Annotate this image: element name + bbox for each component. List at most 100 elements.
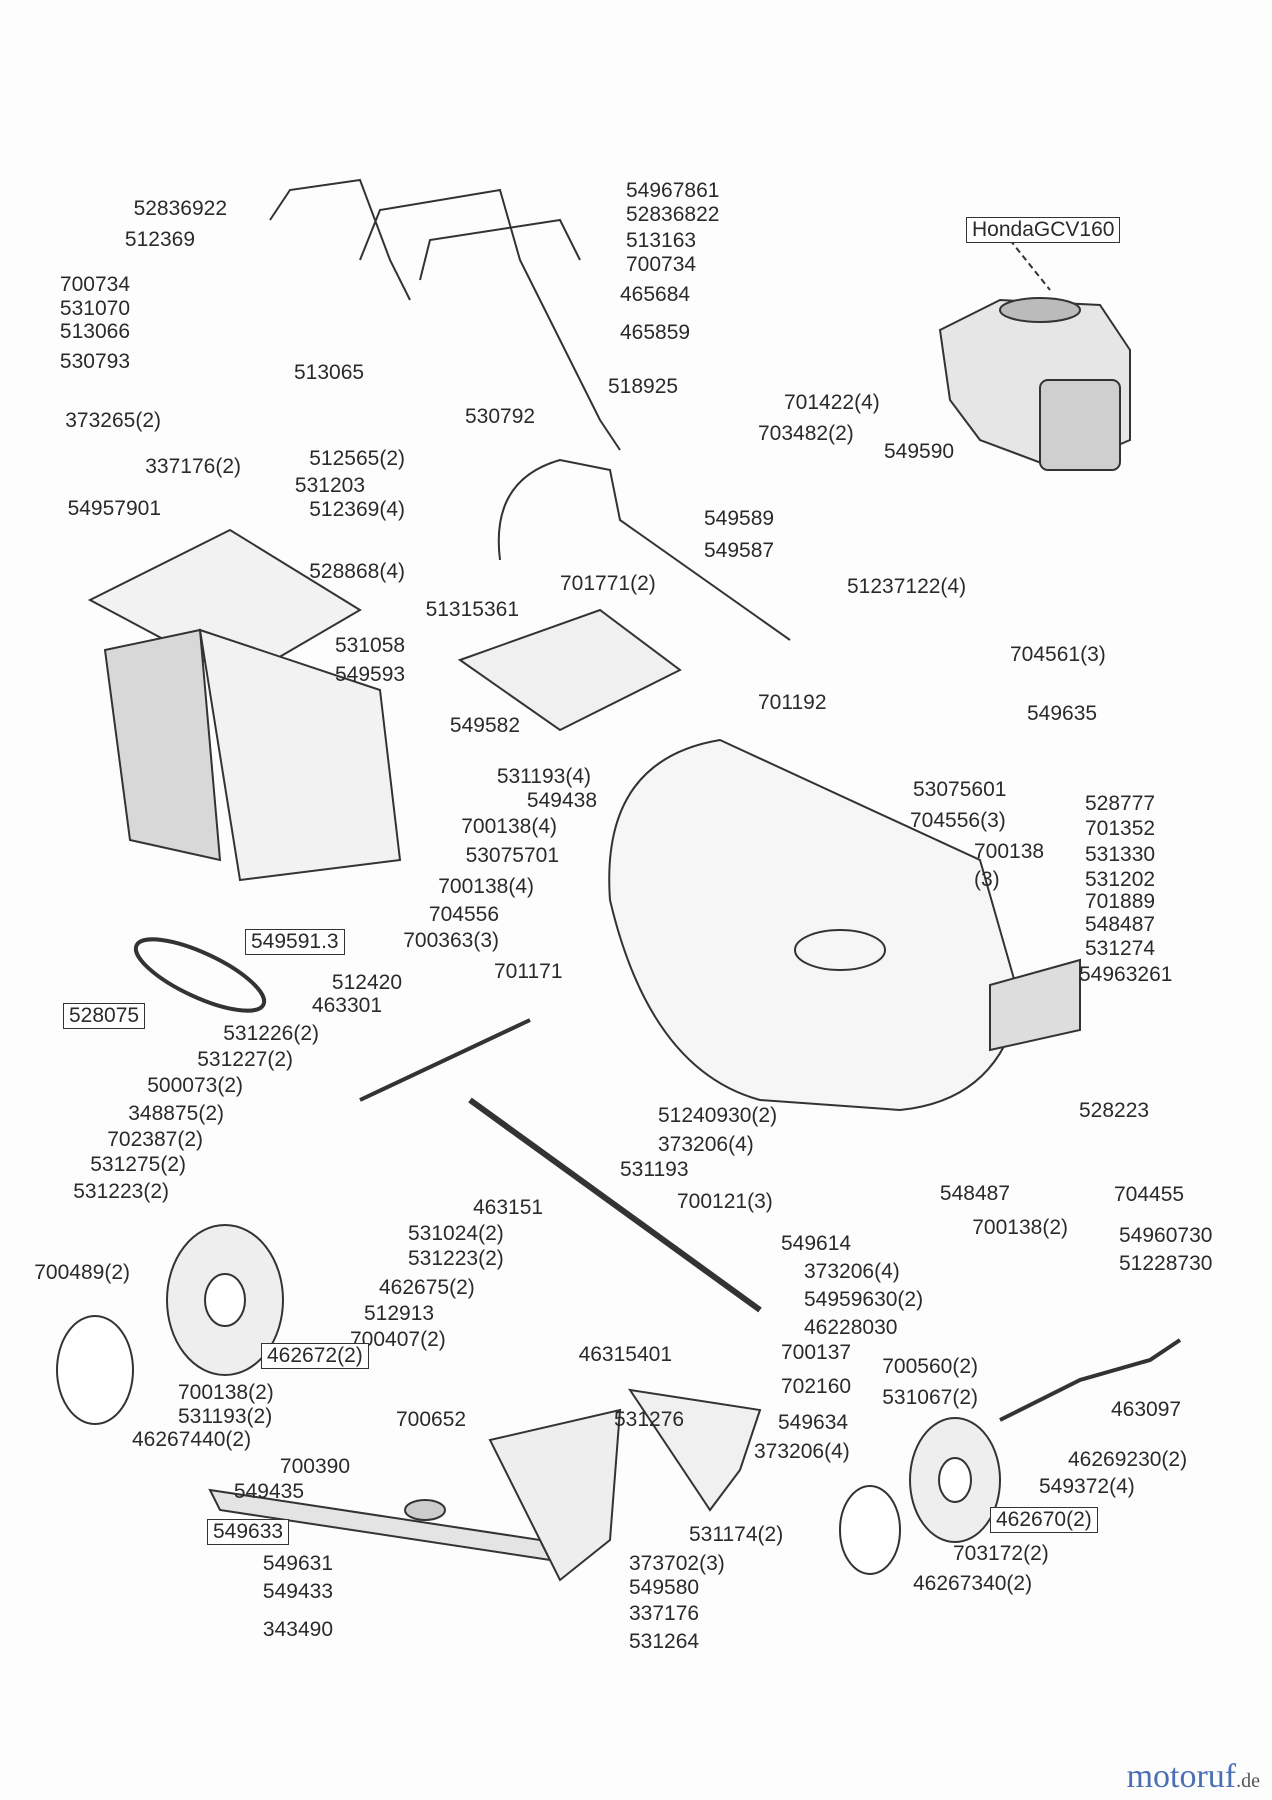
part-number-label: 513065 [294,361,365,384]
part-number-label: 531058 [335,634,406,657]
rear-axle [359,1018,531,1102]
part-number-label: 51315361 [425,598,519,621]
mower-deck [608,738,1081,1112]
part-number-boxed-label: 462672(2) [261,1343,369,1369]
part-number-label: 549438 [526,789,597,812]
watermark-tld: .de [1236,1770,1260,1792]
part-number-label: 549372(4) [1039,1475,1135,1498]
part-number-label: 53075701 [465,844,559,867]
part-number-label: 512565(2) [309,447,405,470]
part-number-label: 518925 [608,375,679,398]
mulch-insert [488,1408,622,1582]
part-number-label: 500073(2) [147,1074,243,1097]
drive-belt [133,937,267,1013]
part-number-label: 531193(2) [178,1405,273,1428]
part-number-label: 702387(2) [107,1128,203,1151]
part-number-label: 704556(3) [910,809,1006,832]
watermark-brand: motoruf [1126,1758,1237,1795]
part-number-label: (3) [974,868,1000,891]
part-number-label: 549635 [1027,702,1098,725]
part-number-label: 373206(4) [754,1440,850,1463]
part-number-label: 549435 [233,1480,304,1503]
part-number-label: 531067(2) [882,1386,978,1409]
front-hubcap [839,1485,901,1575]
part-number-label: 703482(2) [758,422,854,445]
part-number-label: 702160 [781,1375,852,1398]
rear-hubcap [56,1315,134,1425]
part-number-label: 701889 [1085,890,1156,913]
part-number-label: 51240930(2) [658,1104,778,1127]
part-number-label: 528223 [1079,1099,1150,1122]
part-number-boxed-label: 528075 [63,1003,146,1029]
part-number-label: 53075601 [913,778,1007,801]
part-number-label: 549433 [262,1580,333,1603]
part-number-label: 531276 [614,1408,685,1431]
part-number-label: 54963261 [1079,963,1173,986]
part-number-label: 531202 [1085,868,1156,891]
part-number-boxed-label: 549591.3 [245,929,345,955]
part-number-label: 700560(2) [882,1355,978,1378]
part-number-label: 700137 [781,1341,852,1364]
part-number-label: 700734 [59,273,130,296]
part-number-label: 531275(2) [90,1153,186,1176]
guard-plate [627,1388,762,1512]
part-number-label: 531193(4) [496,765,591,788]
part-number-label: 373206(4) [804,1260,900,1283]
part-number-label: 373206(4) [658,1133,754,1156]
part-number-label: 531226(2) [223,1022,319,1045]
grass-catcher [87,528,402,882]
part-number-label: 373265(2) [65,409,161,432]
part-number-boxed-label: 549633 [207,1519,290,1545]
part-number-label: 549580 [629,1576,700,1599]
discharge-chute [457,608,682,732]
part-number-label: 701171 [494,960,563,983]
part-number-label: 700138(2) [972,1216,1068,1239]
part-number-label: 548487 [1085,913,1156,936]
part-number-label: 701192 [758,691,827,714]
part-number-label: 373702(3) [629,1552,725,1575]
part-number-label: 700652 [396,1408,467,1431]
part-number-label: 548487 [939,1182,1010,1205]
front-wheel [909,1417,1001,1543]
part-number-label: 703172(2) [953,1542,1049,1565]
part-number-label: 463301 [311,994,382,1017]
part-number-label: 343490 [262,1618,333,1641]
part-number-label: 531024(2) [408,1222,504,1245]
part-number-boxed-label: HondaGCV160 [966,217,1121,243]
part-number-label: 337176(2) [145,455,241,478]
part-number-label: 46315401 [578,1343,672,1366]
part-number-label: 54960730 [1119,1224,1213,1247]
part-number-label: 531223(2) [408,1247,504,1270]
part-number-label: 54959630(2) [804,1288,924,1311]
part-number-label: 54957901 [67,497,161,520]
part-number-label: 700138(4) [438,875,534,898]
part-number-label: 549587 [704,539,775,562]
watermark-logo: motoruf.de [1127,1758,1260,1796]
part-number-label: 46228030 [804,1316,898,1339]
part-number-label: 700121(3) [677,1190,773,1213]
part-number-label: 704556 [428,903,499,926]
part-number-label: 51228730 [1119,1252,1213,1275]
part-number-label: 549634 [778,1411,849,1434]
part-number-label: 531203 [294,474,365,497]
front-axle-bar [468,1097,762,1313]
part-number-label: 348875(2) [128,1102,224,1125]
lower-handle [497,458,791,641]
part-number-boxed-label: 462670(2) [990,1507,1098,1533]
front-axle-bracket [999,1338,1182,1422]
part-number-label: 700363(3) [403,929,499,952]
leader-engine [1009,239,1051,291]
part-number-label: 465859 [620,321,691,344]
part-number-label: 531227(2) [197,1048,293,1071]
part-number-label: 462675(2) [379,1276,475,1299]
part-number-label: 337176 [629,1602,700,1625]
part-number-label: 549582 [449,714,520,737]
part-number-label: 700390 [279,1455,350,1478]
part-number-label: 531264 [629,1630,700,1653]
part-number-label: 549590 [884,440,955,463]
handle-inner-bar [419,218,581,281]
part-number-label: 700138 [974,840,1045,863]
part-number-label: 700489(2) [34,1261,130,1284]
part-number-label: 531193 [620,1158,689,1181]
